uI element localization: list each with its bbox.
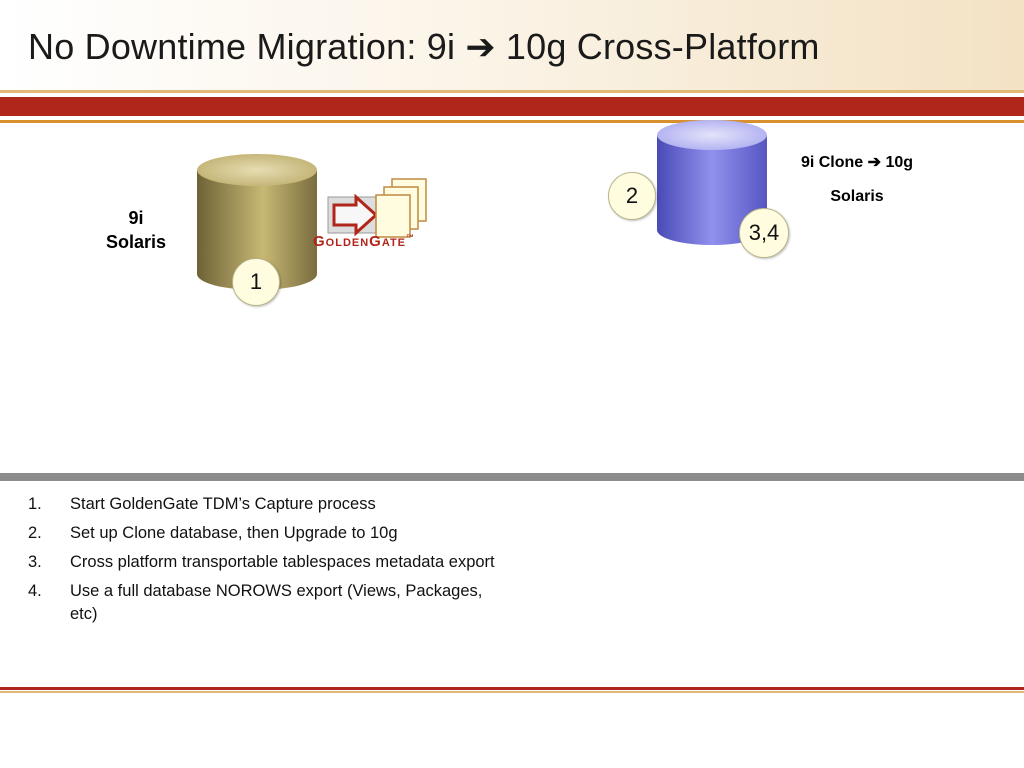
source-db-version: 9i [128,208,144,228]
step-text: Cross platform transportable tablespaces… [70,553,495,571]
target-db-version: 9i Clone ➔ 10g [800,154,914,171]
goldengate-trademark: ™ [406,233,416,242]
step-badge-1: 1 [232,258,280,306]
step-number: 4. [28,582,42,600]
step-badge-3-4: 3,4 [739,208,789,258]
goldengate-arrow-icon [327,178,427,238]
goldengate-logo: GoldenGate™ [313,233,415,250]
target-db-cylinder-icon [657,120,767,245]
list-item: 3. Cross platform transportable tablespac… [28,551,498,574]
list-item: 1. Start GoldenGate TDM’s Capture process [28,493,498,516]
step-number: 2. [28,524,42,542]
steps-list: 1. Start GoldenGate TDM’s Capture process… [28,493,498,632]
step-text: Use a full database NOROWS export (Views… [70,582,483,623]
footer-stripe-gold [0,691,1024,693]
title-background [0,0,1024,92]
step-number: 3. [28,553,42,571]
step-badge-2: 2 [608,172,656,220]
header-stripe-top [0,90,1024,93]
footer-stripe-red [0,687,1024,690]
step-text: Start GoldenGate TDM’s Capture process [70,495,376,513]
source-db-label: 9i Solaris [86,206,186,254]
list-item: 4. Use a full database NOROWS export (Vie… [28,580,498,626]
section-divider [0,473,1024,481]
header-stripe-orange [0,120,1024,123]
slide-title: No Downtime Migration: 9i ➔ 10g Cross-Pl… [28,26,820,67]
source-db-platform: Solaris [105,232,167,252]
goldengate-logo-text: GoldenGate [313,233,407,250]
step-number: 1. [28,495,42,513]
step-text: Set up Clone database, then Upgrade to 1… [70,524,398,542]
target-db-platform: Solaris [830,188,884,205]
header-stripe-red [0,97,1024,116]
list-item: 2. Set up Clone database, then Upgrade to… [28,522,498,545]
source-db-cylinder-icon [197,154,317,290]
